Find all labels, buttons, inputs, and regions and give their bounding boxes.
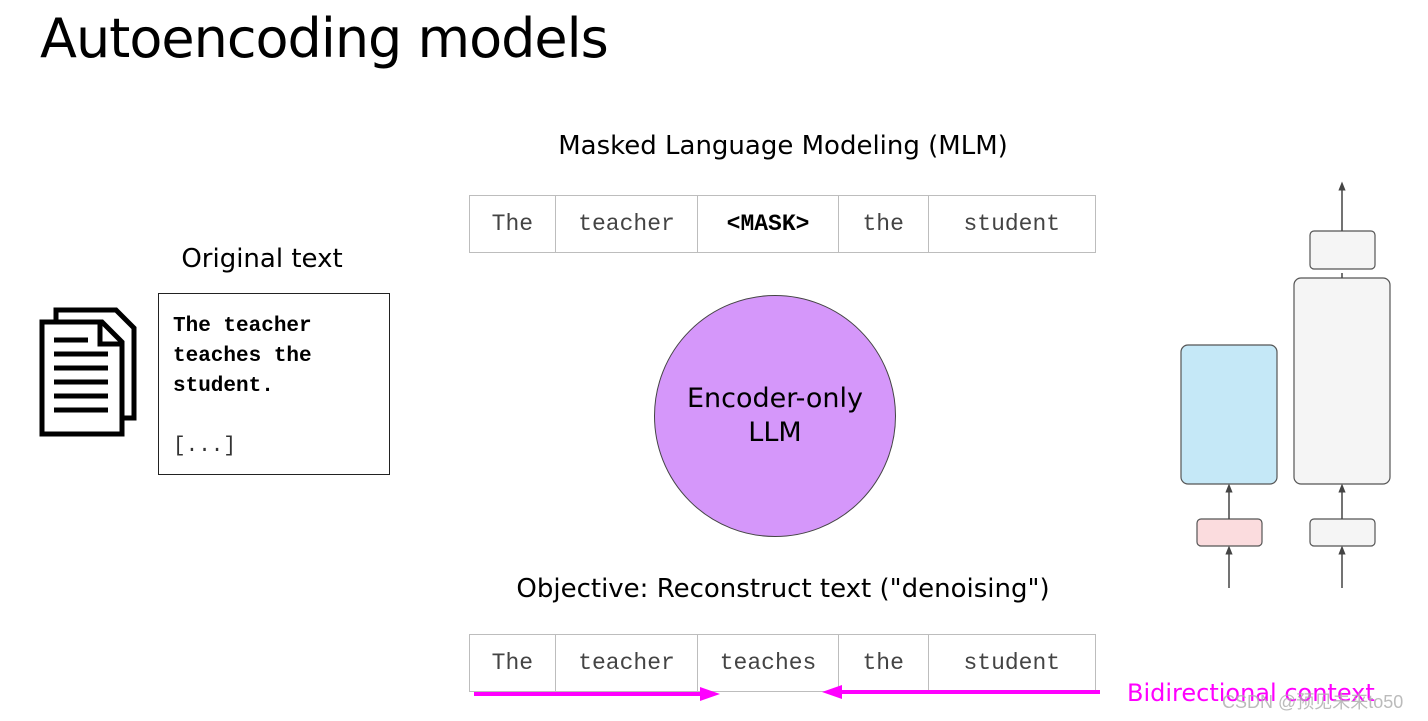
transformer-schematic: [1180, 181, 1391, 588]
masked-token: the: [839, 196, 929, 252]
document-icon: [38, 306, 140, 438]
model-label: Encoder-only LLM: [686, 383, 863, 448]
decoder-stack-block: [1293, 277, 1391, 485]
output-token: teaches: [698, 635, 839, 691]
page-title: Autoencoding models: [40, 7, 609, 70]
objective-heading: Objective: Reconstruct text ("denoising"…: [516, 574, 1050, 604]
bidirectional-context-label: Bidirectional context: [1127, 679, 1375, 707]
masked-token: teacher: [556, 196, 699, 252]
encoder-stack-block: [1180, 344, 1278, 485]
encoder-embedding-block: [1196, 518, 1263, 547]
original-text-box: The teacher teaches the student. [...]: [158, 293, 390, 475]
masked-token: student: [963, 211, 1061, 237]
original-text-heading: Original text: [181, 244, 343, 274]
masked-token: The: [470, 196, 556, 252]
output-token: the: [839, 635, 929, 691]
original-text: The teacher teaches the student.: [173, 315, 312, 398]
output-token-row: The teacher teaches the student: [469, 634, 1096, 692]
output-token: The: [470, 635, 556, 691]
bidirectional-arrows: [474, 685, 1100, 701]
mlm-heading: Masked Language Modeling (MLM): [558, 131, 1008, 161]
mask-token: <MASK>: [698, 196, 839, 252]
encoder-only-llm-circle: Encoder-only LLM: [654, 295, 896, 537]
right-arrowhead-icon: [700, 687, 720, 701]
output-token: teacher: [556, 635, 699, 691]
output-token: student: [963, 650, 1061, 676]
left-arrowhead-icon: [822, 685, 842, 699]
decoder-embedding-block: [1309, 518, 1376, 547]
watermark: CSDN @预见未来to50: [1222, 692, 1404, 712]
original-text-ellipsis: [...]: [173, 435, 237, 458]
output-block: [1309, 230, 1376, 270]
masked-token-row: The teacher <MASK> the student: [469, 195, 1096, 253]
